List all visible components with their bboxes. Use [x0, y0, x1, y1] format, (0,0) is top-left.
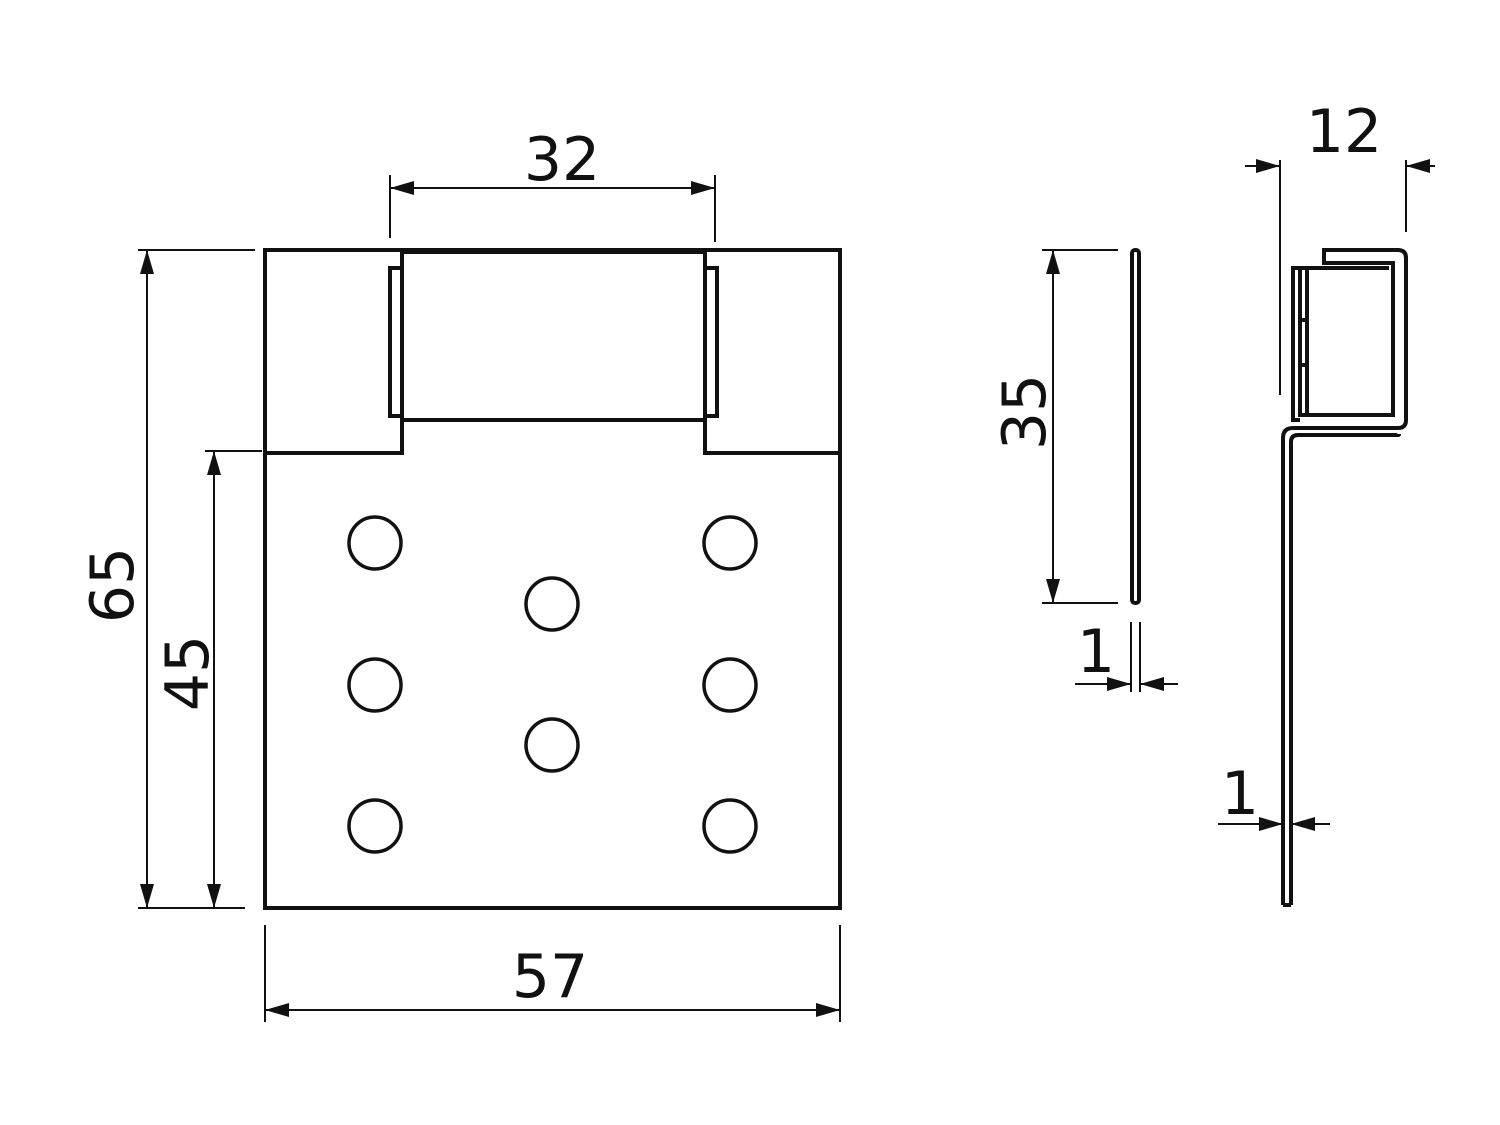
- dimension-1-side: 1: [1075, 617, 1178, 692]
- dimension-1-profile: 1: [1218, 759, 1330, 831]
- dimension-57: 57: [264, 925, 841, 1022]
- hole: [347, 657, 403, 713]
- side-strip: [1130, 248, 1141, 605]
- profile-view: [1281, 248, 1408, 907]
- dimension-label-35: 35: [990, 374, 1060, 450]
- dimension-label-45: 45: [153, 635, 223, 711]
- fold-line-right: [703, 420, 840, 455]
- dimension-32: 32: [389, 125, 716, 242]
- hole: [702, 657, 758, 713]
- profile-strip: [1281, 248, 1408, 905]
- fold-line-left: [265, 420, 404, 455]
- dimension-12: 12: [1245, 97, 1435, 395]
- hole: [702, 515, 758, 571]
- dimension-label-1-side: 1: [1077, 617, 1115, 687]
- hole: [524, 717, 580, 773]
- hole: [347, 515, 403, 571]
- dimension-65: 65: [78, 249, 255, 909]
- dimension-label-32: 32: [524, 125, 600, 195]
- front-view: [263, 248, 842, 910]
- dimension-label-1-profile: 1: [1221, 759, 1259, 829]
- hole: [347, 798, 403, 854]
- dimension-label-65: 65: [78, 547, 148, 623]
- dimension-label-57: 57: [512, 942, 588, 1012]
- dimension-label-12: 12: [1306, 97, 1382, 167]
- dimension-35: 35: [990, 249, 1118, 604]
- side-view: [1130, 248, 1141, 605]
- profile-strip-inner: [1289, 432, 1401, 905]
- hole: [702, 798, 758, 854]
- dimension-45: 45: [153, 450, 262, 908]
- plate-outline: [263, 248, 842, 910]
- hole: [524, 576, 580, 632]
